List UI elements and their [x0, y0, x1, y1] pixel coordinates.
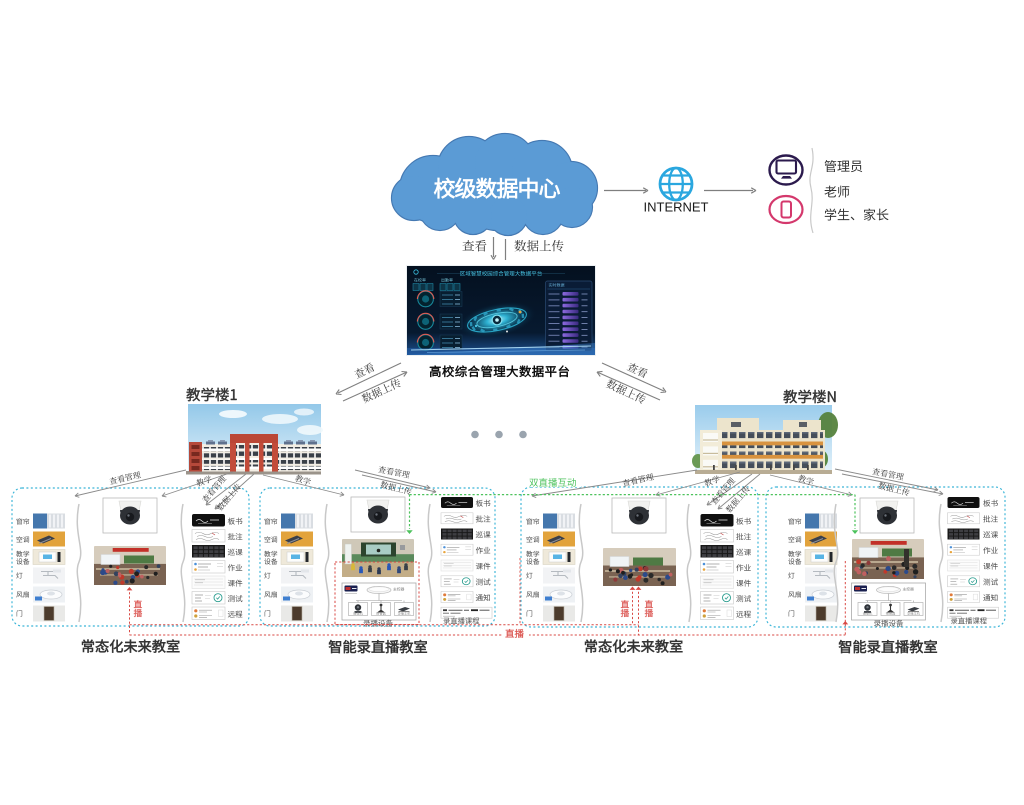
svg-text:INTERNET: INTERNET	[644, 200, 709, 215]
